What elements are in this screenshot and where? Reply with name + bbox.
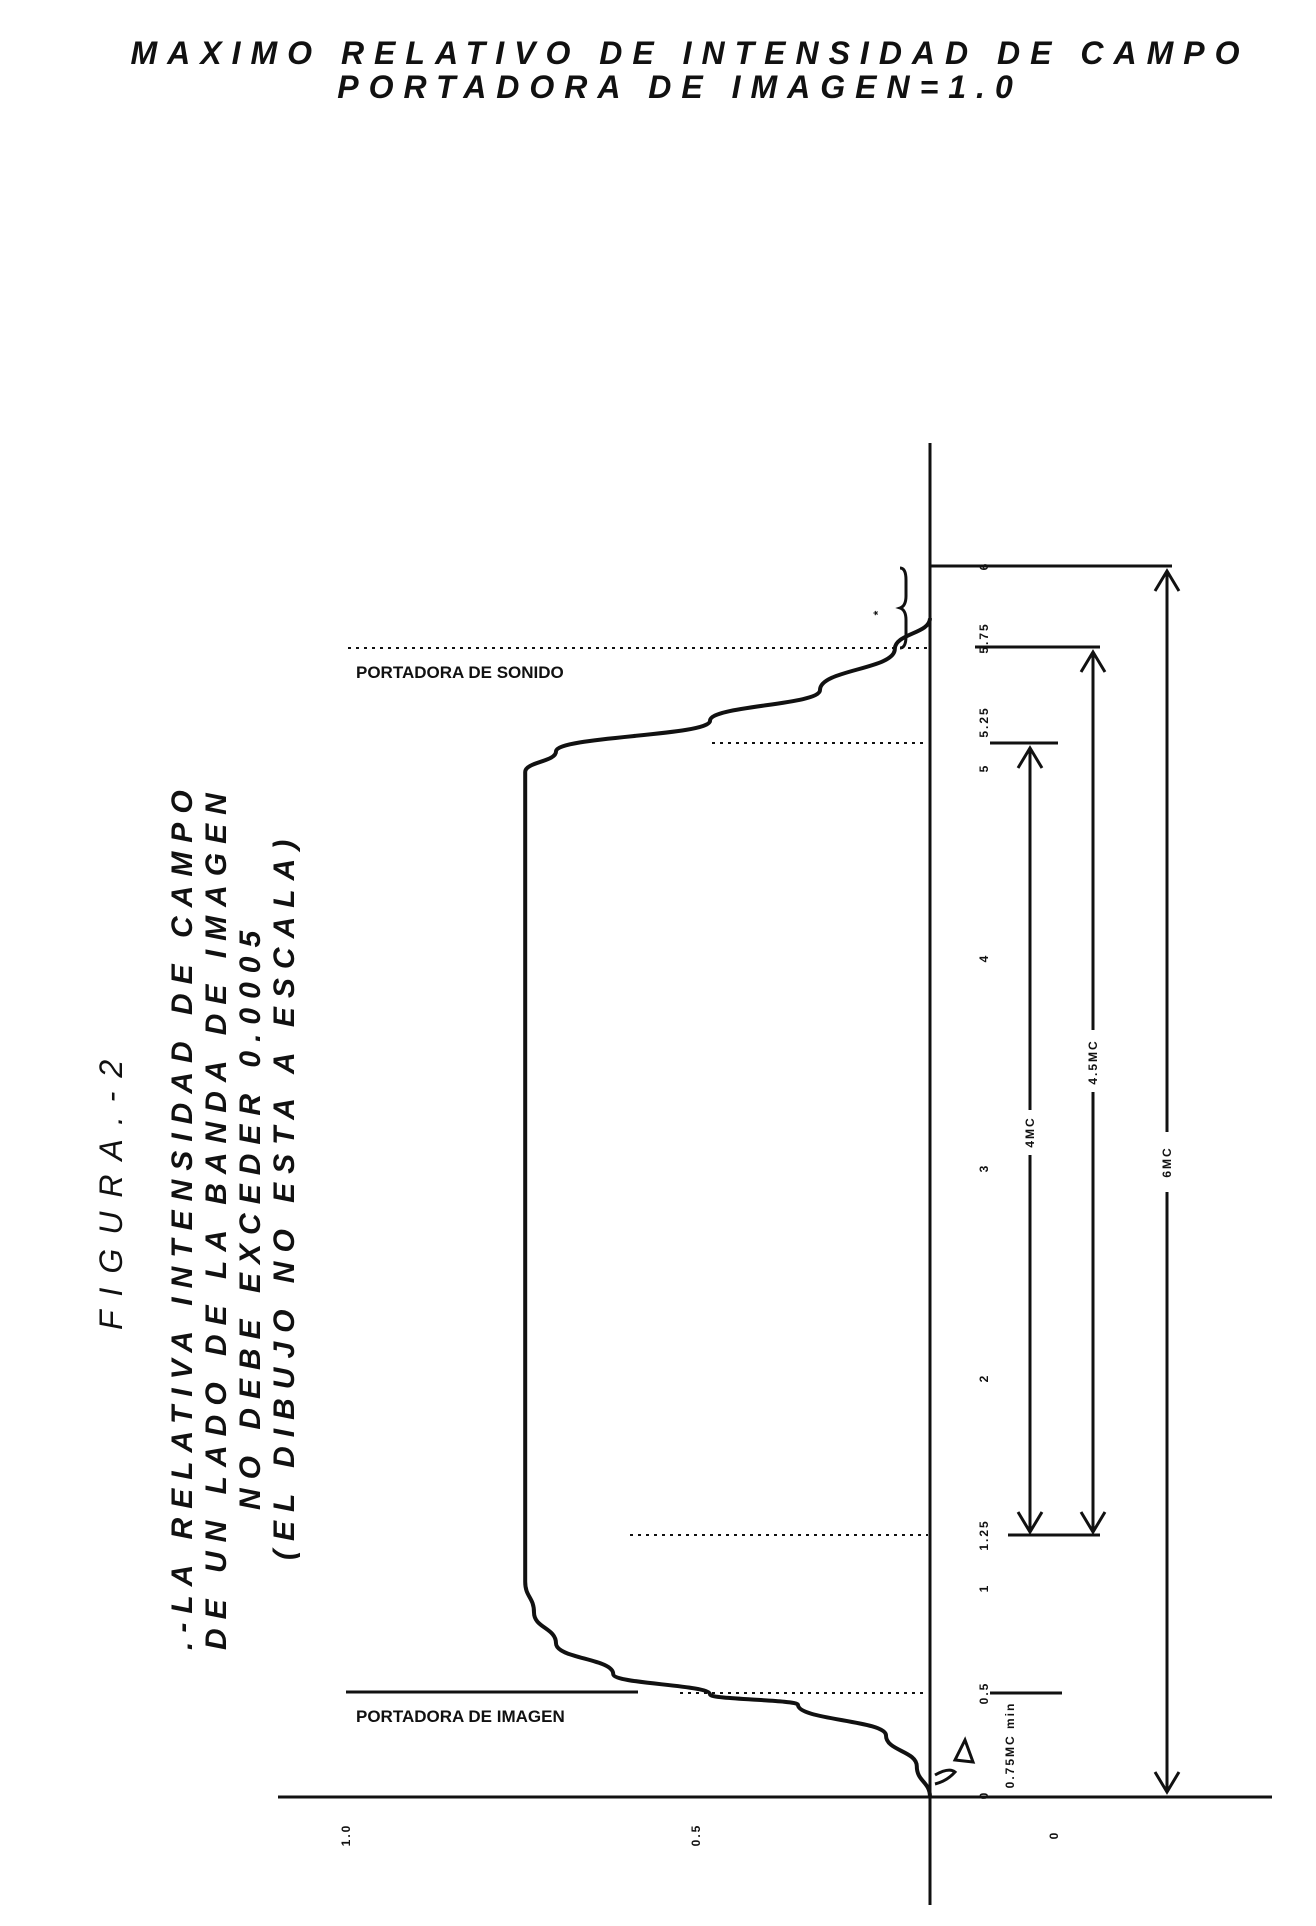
brace-marker: * bbox=[871, 609, 885, 616]
response-curve bbox=[523, 617, 932, 1798]
span-6-arrowhead-bottom bbox=[1153, 1771, 1181, 1795]
min-span-label: 0.75MC min bbox=[1003, 1702, 1017, 1789]
figure-label: FIGURA.-2 bbox=[93, 1046, 129, 1330]
note-line-3: NO DEBE EXCEDER 0.0005 bbox=[234, 922, 267, 1510]
note-line-1: .-LA RELATIVA INTENSIDAD DE CAMPO bbox=[166, 781, 199, 1650]
freq-tick-5-25: 5.25 bbox=[977, 706, 991, 737]
lower-sideband-notch bbox=[934, 1768, 958, 1786]
span-45-arrowhead-top bbox=[1079, 649, 1107, 673]
note-line-4: (EL DIBUJO NO ESTA A ESCALA) bbox=[268, 831, 301, 1560]
top-brace bbox=[895, 566, 908, 650]
freq-tick-6: 6 bbox=[977, 562, 991, 571]
amp-tick-1-0: 1.0 bbox=[339, 1824, 353, 1847]
span-6-arrowhead-top bbox=[1153, 568, 1181, 592]
freq-tick-1-25: 1.25 bbox=[977, 1519, 991, 1550]
freq-tick-0-5: 0.5 bbox=[977, 1682, 991, 1705]
span-45-arrowhead-bottom bbox=[1079, 1511, 1107, 1535]
amp-tick-0: 0 bbox=[1047, 1831, 1061, 1840]
freq-tick-1: 1 bbox=[977, 1584, 991, 1593]
freq-tick-5-75: 5.75 bbox=[977, 622, 991, 653]
span-4-arrowhead-bottom bbox=[1016, 1511, 1044, 1535]
chart-title-line-1: MAXIMO RELATIVO DE INTENSIDAD DE CAMPO bbox=[131, 35, 1250, 71]
freq-tick-2: 2 bbox=[977, 1374, 991, 1383]
freq-tick-3: 3 bbox=[977, 1164, 991, 1173]
delta-marker bbox=[952, 1736, 976, 1764]
note-line-2: DE UN LADO DE LA BANDA DE IMAGEN bbox=[200, 784, 233, 1650]
freq-tick-4: 4 bbox=[977, 954, 991, 963]
freq-tick-5: 5 bbox=[977, 764, 991, 773]
span-4-arrowhead-top bbox=[1016, 745, 1044, 769]
sound-carrier-label: PORTADORA DE SONIDO bbox=[356, 663, 564, 682]
span-4-label: 4MC bbox=[1023, 1116, 1037, 1147]
image-carrier-label: PORTADORA DE IMAGEN bbox=[356, 1707, 565, 1726]
span-45-label: 4.5MC bbox=[1086, 1039, 1100, 1084]
freq-tick-0: 0 bbox=[977, 1791, 991, 1800]
amp-tick-0-5: 0.5 bbox=[689, 1824, 703, 1847]
span-6-label: 6MC bbox=[1160, 1146, 1174, 1177]
chart-title-line-2: PORTADORA DE IMAGEN=1.0 bbox=[337, 69, 1022, 105]
